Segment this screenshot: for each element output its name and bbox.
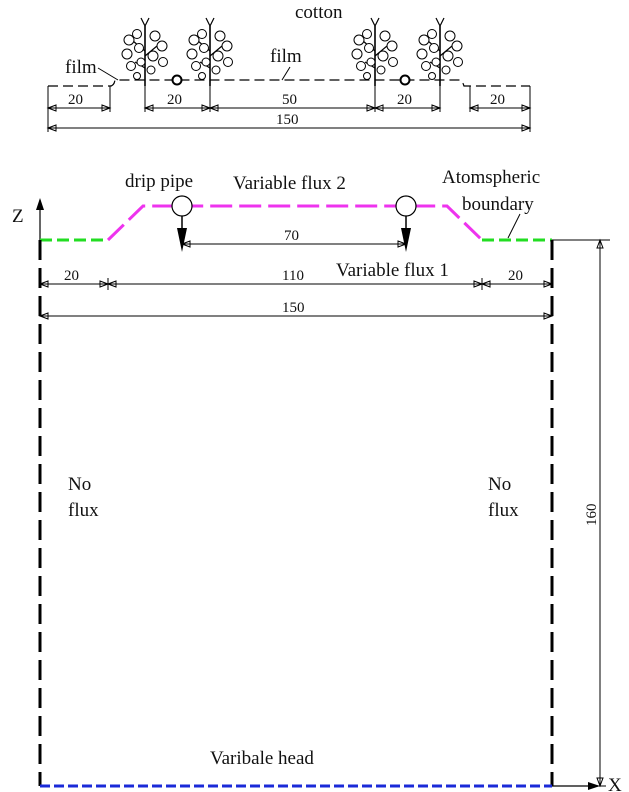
top-dimension-lines <box>46 86 532 132</box>
drip-pipe-icon <box>171 74 183 86</box>
cotton-plant-1 <box>121 17 169 87</box>
cotton-plant-2 <box>186 17 234 87</box>
depth-label: 160 <box>584 504 600 527</box>
pipe-spacing-label: 70 <box>284 228 299 244</box>
atmospheric-label-2: boundary <box>462 194 534 215</box>
z-axis-arrow-icon <box>36 198 44 210</box>
no-flux-left-1: No <box>68 474 91 495</box>
variable-flux-2-label: Variable flux 2 <box>233 173 346 194</box>
dim-left-label: 20 <box>64 268 79 284</box>
cotton-plant-3 <box>351 17 399 87</box>
model-domain: Z drip pipe Variable flux 2 Atomspheric … <box>12 167 622 792</box>
depth-dimension <box>552 238 610 788</box>
top-dim-3: 50 <box>282 92 297 108</box>
film-mid-leader <box>281 66 291 81</box>
drip-pipe-right <box>395 195 417 252</box>
top-dim-1: 20 <box>68 92 83 108</box>
variable-flux-1-label: Variable flux 1 <box>336 260 449 281</box>
z-axis-label: Z <box>12 206 24 227</box>
cotton-label: cotton <box>295 2 343 23</box>
top-dim-4: 20 <box>397 92 412 108</box>
film-left-leader <box>97 67 119 81</box>
drip-pipe-icon <box>399 74 411 86</box>
variable-head-label: Varibale head <box>210 748 314 769</box>
pipe-spacing-dimension <box>180 240 408 248</box>
width-total-label: 150 <box>282 300 305 316</box>
atmospheric-label-1: Atomspheric <box>442 167 540 188</box>
no-flux-right-1: No <box>488 474 511 495</box>
no-flux-right-2: flux <box>488 500 519 521</box>
film-label-mid: film <box>270 46 302 67</box>
drip-pipe-left <box>171 195 193 252</box>
dim-right-label: 20 <box>508 268 523 284</box>
no-flux-left-2: flux <box>68 500 99 521</box>
top-view: cotton film film <box>46 2 532 132</box>
dim-mid-label: 110 <box>282 268 304 284</box>
top-dim-total: 150 <box>276 112 299 128</box>
cotton-plant-4 <box>416 17 464 87</box>
drip-arrow-icon <box>177 228 187 252</box>
film-label-left: film <box>65 57 97 78</box>
top-dim-2: 20 <box>167 92 182 108</box>
top-dim-5: 20 <box>490 92 505 108</box>
drip-pipe-icon <box>395 195 417 217</box>
drip-pipe-icon <box>171 195 193 217</box>
atmospheric-leader <box>507 213 521 239</box>
drip-pipe-label: drip pipe <box>125 171 193 192</box>
variable-flux-2-boundary <box>106 204 484 242</box>
width-dimension-lines <box>38 278 554 320</box>
x-axis-label: X <box>608 775 622 792</box>
drip-arrow-icon <box>401 228 411 252</box>
film-line <box>48 79 530 87</box>
